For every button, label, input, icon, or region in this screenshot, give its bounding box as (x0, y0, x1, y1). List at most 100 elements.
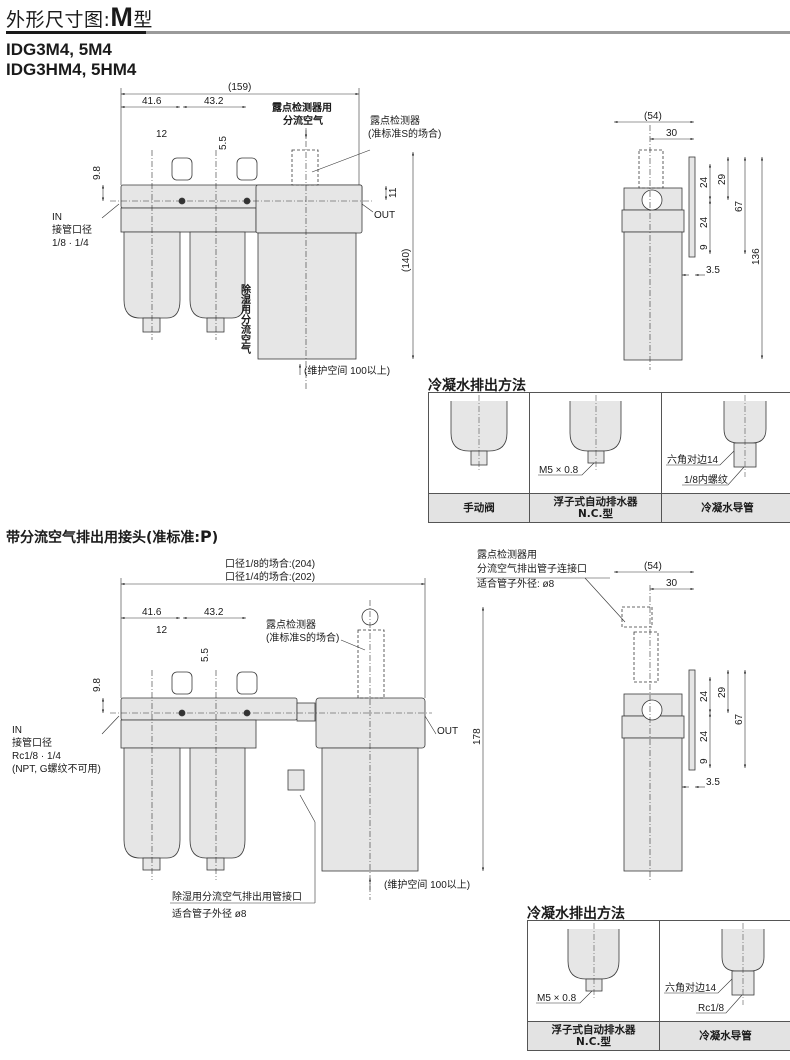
front-view-p (120, 608, 426, 872)
maintenance-label: (维护空间 100以上) (304, 364, 390, 377)
p-side-dim-1: 30 (666, 578, 678, 589)
p-side-sensor-outline (633, 631, 659, 683)
purge-air-label: 除湿用分流空气 (239, 283, 252, 355)
drain2-caption-tube: 冷凝水导管 (659, 1021, 790, 1051)
side-dim-4: 24 (699, 216, 710, 228)
p-section-title: 带分流空气排出用接头(准标准:P) (6, 527, 219, 546)
side-body (621, 209, 685, 233)
drain-caption-manual: 手动阀 (428, 493, 530, 523)
front-view-m (120, 149, 363, 360)
filter-body (120, 207, 257, 233)
side-dim-6: 9 (699, 244, 710, 250)
p-side-dim-5: 67 (734, 713, 745, 725)
drain-caption-tube: 冷凝水导管 (661, 493, 790, 523)
p-side-elbow-outline (621, 606, 653, 628)
p-bowl-2 (189, 747, 246, 859)
side-dim-0: (54) (644, 111, 662, 122)
manual-valve-icon (450, 395, 508, 471)
dew-air-label-1: 露点检测器用 (272, 101, 332, 114)
side-port (641, 189, 663, 211)
p-dim-overall-18: 口径1/8的场合:(204) (225, 557, 315, 570)
p-drain-2 (206, 857, 225, 871)
title-underline (6, 31, 146, 34)
side-sensor-outline (638, 149, 664, 189)
title-rule (146, 31, 790, 34)
title-suffix: 型 (133, 9, 153, 31)
in-label: IN (52, 212, 62, 223)
side-view-m (621, 149, 696, 361)
tube-note-thread: 1/8内螺纹 (684, 473, 728, 486)
p-side-bowl (623, 737, 683, 872)
title-prefix: 外形尺寸图 (6, 9, 104, 31)
dim-pitch2: 43.2 (204, 96, 224, 107)
dryer-head (255, 184, 363, 234)
bowl-2 (189, 231, 246, 319)
p-dew-port-label-1: 露点检测器用 (477, 548, 537, 561)
drain-fig-manual (428, 392, 530, 494)
p-dim-pitch1: 41.6 (142, 607, 162, 618)
p-drain-1 (142, 857, 161, 871)
p-out-label: OUT (437, 726, 458, 737)
p-filter-body (120, 719, 257, 749)
dim-bracket-width: 12 (156, 129, 168, 140)
side-bowl (623, 231, 683, 361)
p-dim-pitch2: 43.2 (204, 607, 224, 618)
drain-tube-icon: 六角对边14 Rc1/8 (664, 923, 765, 1014)
dryer-body (257, 232, 357, 360)
p-purge-port-label-2: 适合管子外径 ø8 (172, 907, 247, 920)
bracket-2 (236, 157, 258, 181)
p-purge-port-label-1: 除湿用分流空气排出用管接口 (172, 890, 302, 903)
bracket-1 (171, 157, 193, 181)
p-connector (296, 702, 316, 722)
side-dim-5: 67 (734, 200, 745, 212)
auto-drain2-note: M5 × 0.8 (537, 993, 577, 1004)
auto-drain-note: M5 × 0.8 (539, 465, 579, 476)
p-port-size-title: 接管口径 (12, 736, 52, 749)
side-dim-7: 136 (751, 248, 762, 265)
p-dew-port-label-3: 适合管子外径: ø8 (477, 577, 555, 590)
auto-drain-icon: M5 × 0.8 (536, 923, 620, 1004)
p-dim-bracket-width: 12 (156, 625, 168, 636)
p-dim-height: 178 (472, 728, 483, 745)
tube2-note-hex: 六角对边14 (665, 981, 717, 994)
p-dew-port-label-2: 分流空气排出管子连接口 (477, 562, 587, 575)
drain2-fig-auto: M5 × 0.8 (527, 920, 660, 1022)
dim-pitch1: 41.6 (142, 96, 162, 107)
dew-sensor-label-1: 露点检测器 (370, 114, 420, 127)
side-bracket (688, 156, 696, 258)
drain-fig-auto: M5 × 0.8 (529, 392, 662, 494)
side-view-p (621, 606, 696, 872)
side-dim-2: 24 (699, 176, 710, 188)
side-dim-8: 3.5 (706, 265, 720, 276)
p-side-dim-2: 24 (699, 690, 710, 702)
p-in-label: IN (12, 725, 22, 736)
p-dew-sensor-label-2: (准标准S的场合) (266, 631, 339, 644)
dew-sensor-label-2: (准标准S的场合) (368, 127, 441, 140)
page-title: 外形尺寸图:M型 (6, 2, 153, 33)
auto-drain-icon: M5 × 0.8 (538, 395, 622, 476)
dew-air-label-2: 分流空气 (283, 114, 323, 127)
tube-note-hex: 六角对边14 (667, 453, 719, 466)
p-side-dim-0: (54) (644, 561, 662, 572)
port-size-title: 接管口径 (52, 223, 92, 236)
p-dim-bracket-offset: 5.5 (200, 648, 211, 662)
model-line-1: IDG3M4, 5M4 (6, 40, 112, 59)
drain2-fig-tube: 六角对边14 Rc1/8 (659, 920, 790, 1022)
dew-sensor-outline (291, 149, 319, 186)
drain-2 (206, 317, 225, 333)
drain-tube-icon: 六角对边14 1/8内螺纹 (666, 395, 767, 486)
drain-fig-tube: 六角对边14 1/8内螺纹 (661, 392, 790, 494)
p-side-port (641, 699, 663, 721)
p-side-dim-7: 3.5 (706, 777, 720, 788)
drain-section-1-title: 冷凝水排出方法 (428, 378, 526, 394)
dim-overall: (159) (228, 82, 251, 93)
p-dim-port-height: 9.8 (92, 678, 103, 692)
dim-out-height: 11 (388, 187, 399, 198)
tube2-note-thread: Rc1/8 (698, 1003, 725, 1014)
p-side-dim-4: 24 (699, 730, 710, 742)
p-dryer-head (315, 697, 426, 749)
dim-height: (140) (401, 249, 412, 272)
